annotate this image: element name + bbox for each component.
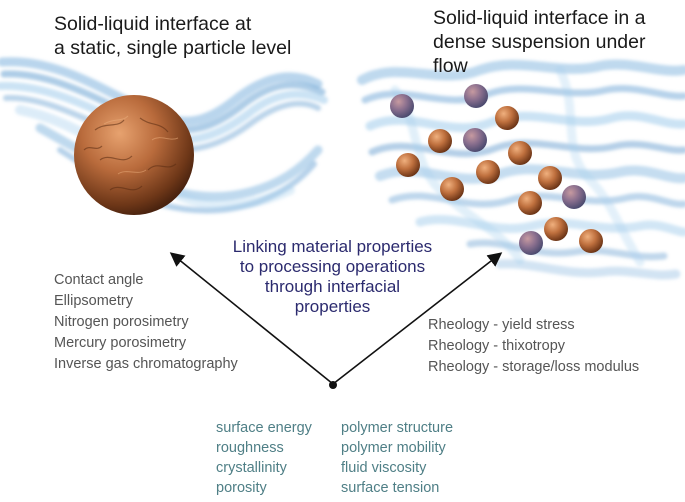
arrow-to-left-panel	[169, 252, 334, 385]
method-item: Rheology - storage/loss modulus	[428, 359, 640, 375]
caption-line: properties	[294, 297, 371, 316]
method-item: Rheology - yield stress	[428, 317, 575, 333]
center-caption: Linking material properties to processin…	[205, 237, 460, 317]
linking-arrows	[169, 252, 503, 385]
left-panel-title: Solid-liquid interface at a static, sing…	[54, 12, 291, 60]
caption-line: through interfacial	[264, 277, 401, 296]
method-item: Mercury porosimetry	[54, 335, 187, 351]
method-item: Contact angle	[54, 272, 144, 288]
property-item: surface energy	[216, 420, 312, 436]
caption-line: Linking material properties	[232, 237, 433, 256]
left-title-line: Solid-liquid interface at	[54, 13, 252, 35]
right-title-line: Solid-liquid interface in a	[433, 7, 646, 29]
method-item: Inverse gas chromatography	[54, 356, 238, 372]
method-item: Rheology - thixotropy	[428, 338, 566, 354]
suspension-particles	[390, 84, 603, 255]
right-title-line: dense suspension under	[433, 31, 646, 53]
right-methods-list: Rheology - yield stress Rheology - thixo…	[428, 315, 639, 378]
large-particle	[74, 95, 194, 215]
property-item: fluid viscosity	[341, 460, 427, 476]
arrow-origin-dot	[329, 381, 337, 389]
property-item: crystallinity	[216, 460, 287, 476]
arrow-to-right-panel	[332, 252, 503, 385]
property-item: polymer mobility	[341, 440, 446, 456]
property-item: polymer structure	[341, 420, 454, 436]
method-item: Nitrogen porosimetry	[54, 314, 189, 330]
right-panel-title: Solid-liquid interface in a dense suspen…	[433, 6, 646, 78]
property-item: porosity	[216, 480, 267, 496]
property-item: roughness	[216, 440, 284, 456]
property-item: surface tension	[341, 480, 440, 496]
left-methods-list: Contact angle Ellipsometry Nitrogen poro…	[54, 270, 238, 375]
caption-line: to processing operations	[239, 257, 426, 276]
right-fluid-streaks	[357, 59, 685, 280]
right-title-line: flow	[433, 55, 468, 77]
properties-column-1: surface energy roughness crystallinity p…	[216, 418, 312, 498]
left-title-line: a static, single particle level	[54, 37, 292, 59]
properties-column-2: polymer structure polymer mobility fluid…	[341, 418, 453, 498]
method-item: Ellipsometry	[54, 293, 133, 309]
